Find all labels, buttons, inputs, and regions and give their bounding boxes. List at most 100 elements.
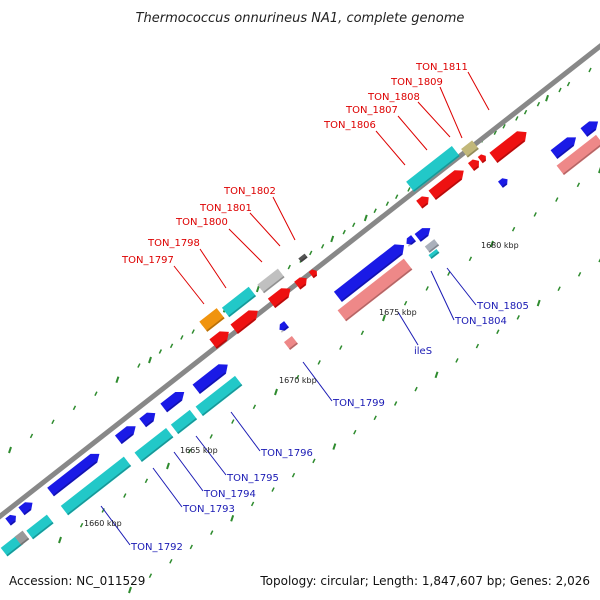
orange-feature[interactable] xyxy=(199,308,225,332)
inner-ring-top-tick xyxy=(536,101,541,107)
inner-ring-top-tick xyxy=(169,343,174,349)
red-feature-5[interactable] xyxy=(308,268,319,279)
blue-feature-7[interactable] xyxy=(192,360,232,395)
leader-iles xyxy=(397,311,419,346)
outer-ring-bottom-tick xyxy=(598,258,600,263)
inner-ring-bottom-tick xyxy=(339,345,343,350)
gene-label-ton-1805[interactable]: TON_1805 xyxy=(476,301,529,312)
red-feature-4[interactable] xyxy=(294,274,310,290)
blue-feature-5[interactable] xyxy=(139,409,158,428)
red-feature-2[interactable] xyxy=(230,306,261,334)
outer-ring-bottom-tick xyxy=(475,343,480,349)
blue-feature-ils[interactable] xyxy=(333,240,408,302)
gene-label-ton-1806[interactable]: TON_1806 xyxy=(323,120,376,131)
leader-ton-1796 xyxy=(230,411,261,452)
gene-label-ton-1807[interactable]: TON_1807 xyxy=(345,105,398,116)
gene-label-ton-1811[interactable]: TON_1811 xyxy=(415,62,468,73)
leader-ton-1794 xyxy=(173,451,204,492)
grey-feature-3[interactable] xyxy=(424,239,440,253)
gene-label-ton-1794[interactable]: TON_1794 xyxy=(203,489,256,500)
cyan-feature-1[interactable] xyxy=(0,535,24,557)
outer-ring-bottom-tick xyxy=(536,299,541,307)
outer-ring-bottom-tick xyxy=(496,329,500,335)
grey-feature-4[interactable] xyxy=(298,253,308,263)
outer-ring-top-tick xyxy=(352,222,356,228)
inner-ring-bottom-tick xyxy=(403,300,408,306)
accession-text: Accession: NC_011529 xyxy=(9,574,145,588)
leader-ton-1809 xyxy=(439,86,463,139)
cyan-feature-9[interactable] xyxy=(428,248,440,260)
pink-feature-3[interactable] xyxy=(556,134,600,176)
blue-feature-2[interactable] xyxy=(18,499,35,516)
inner-ring-bottom-tick xyxy=(360,330,365,336)
gene-label-ton-1799[interactable]: TON_1799 xyxy=(332,398,385,409)
blue-feature-11[interactable] xyxy=(580,117,600,137)
outer-ring-bottom-tick xyxy=(250,501,255,507)
gene-label-ton-1798[interactable]: TON_1798 xyxy=(147,238,200,249)
inner-ring-top-tick xyxy=(407,187,411,192)
outer-ring-top-tick xyxy=(287,264,291,270)
leader-ton-1805 xyxy=(446,267,477,306)
gene-label-ton-1804[interactable]: TON_1804 xyxy=(454,316,507,327)
gene-label-ton-1809[interactable]: TON_1809 xyxy=(390,77,443,88)
cyan-feature-5[interactable] xyxy=(170,409,198,435)
red-feature-3[interactable] xyxy=(267,284,294,309)
gene-label-ton-1801[interactable]: TON_1801 xyxy=(199,203,252,214)
gene-label-ton-1808[interactable]: TON_1808 xyxy=(367,92,420,103)
blue-feature-4[interactable] xyxy=(114,422,139,445)
cyan-feature-7[interactable] xyxy=(221,286,257,318)
blue-feature-3[interactable] xyxy=(47,450,103,497)
blue-feature-9[interactable] xyxy=(414,224,434,242)
cyan-feature-3[interactable] xyxy=(60,456,132,516)
scale-label-1665: 1665 kbp xyxy=(180,446,218,455)
pink-feature-1[interactable] xyxy=(337,258,413,322)
outer-ring-bottom-tick xyxy=(414,386,418,392)
red-feature-8[interactable] xyxy=(467,157,482,172)
inner-ring-bottom-tick xyxy=(295,374,300,380)
blue-feature-8[interactable] xyxy=(404,235,417,247)
outer-ring-top-tick xyxy=(180,335,184,340)
cyan-feature-8[interactable] xyxy=(406,146,460,192)
inner-ring-bottom-tick xyxy=(144,478,149,484)
cyan-feature-4[interactable] xyxy=(134,427,174,463)
cyan-feature-2[interactable] xyxy=(26,514,54,540)
red-feature-1[interactable] xyxy=(209,327,232,349)
red-feature-7[interactable] xyxy=(428,166,468,201)
gene-label-iles[interactable]: ileS xyxy=(414,346,432,357)
red-feature-10[interactable] xyxy=(489,127,530,164)
blue-feature-12[interactable] xyxy=(497,176,510,188)
inner-ring-bottom-tick xyxy=(166,462,170,470)
blue-feature-1[interactable] xyxy=(5,512,18,526)
blue-feature-10[interactable] xyxy=(550,133,580,159)
gene-label-ton-1802[interactable]: TON_1802 xyxy=(223,186,276,197)
gene-label-ton-1793[interactable]: TON_1793 xyxy=(182,504,235,515)
gene-label-ton-1792[interactable]: TON_1792 xyxy=(130,542,183,553)
khaki-feature[interactable] xyxy=(461,140,479,158)
leader-ton-1792 xyxy=(100,505,131,546)
outer-ring-top-tick xyxy=(72,405,77,411)
gene-label-ton-1795[interactable]: TON_1795 xyxy=(226,473,279,484)
leader-ton-1807 xyxy=(397,115,428,151)
leader-ton-1793 xyxy=(152,467,183,508)
blue-feature-6[interactable] xyxy=(160,388,187,413)
red-feature-9[interactable] xyxy=(477,153,488,164)
gene-label-ton-1796[interactable]: TON_1796 xyxy=(260,448,313,459)
cyan-feature-6[interactable] xyxy=(195,375,243,417)
outer-ring-bottom-tick xyxy=(393,401,398,406)
pink-feature-2[interactable] xyxy=(283,335,299,351)
leader-ton-1795 xyxy=(195,435,227,476)
outer-ring-top-tick xyxy=(394,194,399,200)
red-feature-6[interactable] xyxy=(416,193,432,209)
grey-feature-1[interactable] xyxy=(14,530,30,546)
blue-feature-13[interactable] xyxy=(277,321,290,333)
gene-label-ton-1800[interactable]: TON_1800 xyxy=(175,217,228,228)
gene-label-ton-1797[interactable]: TON_1797 xyxy=(121,255,174,266)
outer-ring-bottom-tick xyxy=(169,558,173,564)
leader-ton-1799 xyxy=(302,361,333,402)
grey-feature-2[interactable] xyxy=(257,268,285,294)
inner-ring-top-tick xyxy=(385,201,390,207)
map-title: Thermococcus onnurineus NA1, complete ge… xyxy=(136,11,465,26)
inner-ring-top-tick xyxy=(558,87,562,93)
leader-ton-1804 xyxy=(430,270,455,321)
